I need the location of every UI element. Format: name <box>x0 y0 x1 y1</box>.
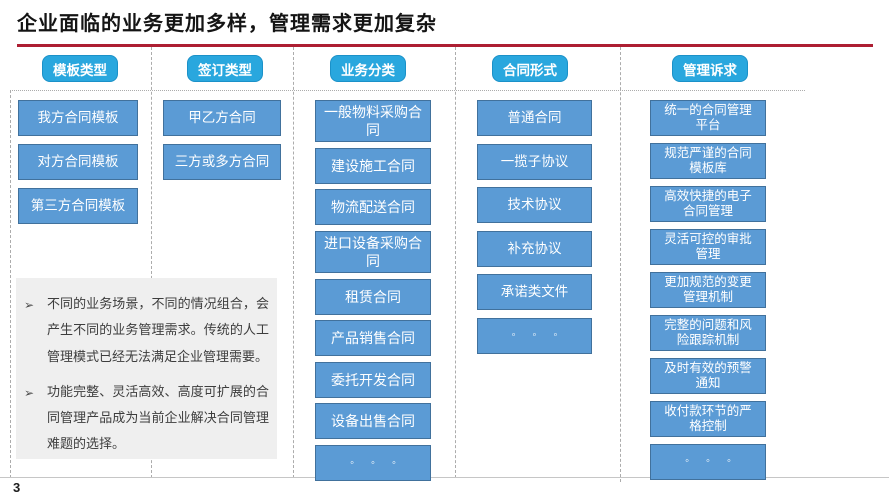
item-box: 统一的合同管理平台 <box>650 100 766 136</box>
bullet-arrow-icon: ➢ <box>24 385 35 400</box>
column-divider-2 <box>293 47 294 478</box>
note-bullet-item: ➢ 功能完整、灵活高效、高度可扩展的合同管理产品成为当前企业解决合同管理难题的选… <box>24 379 269 458</box>
item-box: 高效快捷的电子合同管理 <box>650 186 766 222</box>
header-separator-dotted-line <box>10 90 805 91</box>
item-box: 承诺类文件 <box>477 274 592 310</box>
column-header-badge-5: 管理诉求 <box>672 55 748 82</box>
item-box-ellipsis: ◦ ◦ ◦ <box>315 444 431 481</box>
item-box: 技术协议 <box>477 187 592 223</box>
item-box: 甲乙方合同 <box>163 100 281 136</box>
column-stack-4: 普通合同一揽子协议技术协议补充协议承诺类文件 ◦ ◦ ◦ <box>477 100 592 354</box>
bullet-arrow-icon: ➢ <box>24 298 35 312</box>
column-header-badge-2: 签订类型 <box>187 55 263 82</box>
item-box: 补充协议 <box>477 230 592 267</box>
item-box-ellipsis: ◦ ◦ ◦ <box>477 317 592 354</box>
item-box: 租赁合同 <box>315 278 431 315</box>
item-box: 对方合同模板 <box>18 144 138 180</box>
slide-title: 企业面临的业务更加多样，管理需求更加复杂 <box>17 13 437 35</box>
note-text: 功能完整、灵活高效、高度可扩展的合同管理产品成为当前企业解决合同管理难题的选择。 <box>47 383 269 452</box>
item-box: 产品销售合同 <box>315 320 431 357</box>
title-underline <box>17 44 873 47</box>
column-header-badge-1: 模板类型 <box>42 55 118 82</box>
column-header-badge-4: 合同形式 <box>492 55 568 82</box>
item-box: 及时有效的预警通知 <box>650 358 766 394</box>
item-box: 一般物料采购合同 <box>315 100 431 143</box>
column-stack-3: 一般物料采购合同建设施工合同物流配送合同进口设备采购合同租赁合同产品销售合同委托… <box>315 100 431 481</box>
page-number: 3 <box>13 480 21 495</box>
item-box: 我方合同模板 <box>18 100 138 136</box>
item-box: 一揽子协议 <box>477 143 592 180</box>
item-box: 收付款环节的严格控制 <box>650 401 766 437</box>
item-box: 建设施工合同 <box>315 147 431 184</box>
column-divider-4 <box>620 47 621 482</box>
column-stack-1: 我方合同模板对方合同模板第三方合同模板 <box>18 100 138 224</box>
item-box: 设备出售合同 <box>315 403 431 440</box>
column-divider-1 <box>151 47 152 478</box>
item-box: 更加规范的变更管理机制 <box>650 272 766 308</box>
footer-divider-line <box>0 477 889 478</box>
column-divider-left <box>10 90 11 478</box>
column-divider-3 <box>455 47 456 478</box>
notes-panel: ➢ 不同的业务场景，不同的情况组合，会产生不同的业务管理需求。传统的人工管理模式… <box>16 278 277 459</box>
item-box: 完整的问题和风险跟踪机制 <box>650 315 766 351</box>
item-box: 普通合同 <box>477 100 592 136</box>
item-box: 委托开发合同 <box>315 361 431 398</box>
note-bullet-item: ➢ 不同的业务场景，不同的情况组合，会产生不同的业务管理需求。传统的人工管理模式… <box>24 291 269 370</box>
item-box: 进口设备采购合同 <box>315 230 431 274</box>
column-header-badge-3: 业务分类 <box>330 55 406 82</box>
item-box: 规范严谨的合同模板库 <box>650 143 766 179</box>
item-box-ellipsis: ◦ ◦ ◦ <box>650 444 766 480</box>
column-stack-2: 甲乙方合同三方或多方合同 <box>163 100 281 180</box>
note-text: 不同的业务场景，不同的情况组合，会产生不同的业务管理需求。传统的人工管理模式已经… <box>47 296 269 364</box>
item-box: 物流配送合同 <box>315 189 431 226</box>
item-box: 三方或多方合同 <box>163 144 281 180</box>
item-box: 灵活可控的审批管理 <box>650 229 766 265</box>
item-box: 第三方合同模板 <box>18 188 138 224</box>
column-stack-5: 统一的合同管理平台规范严谨的合同模板库高效快捷的电子合同管理灵活可控的审批管理更… <box>650 100 766 480</box>
